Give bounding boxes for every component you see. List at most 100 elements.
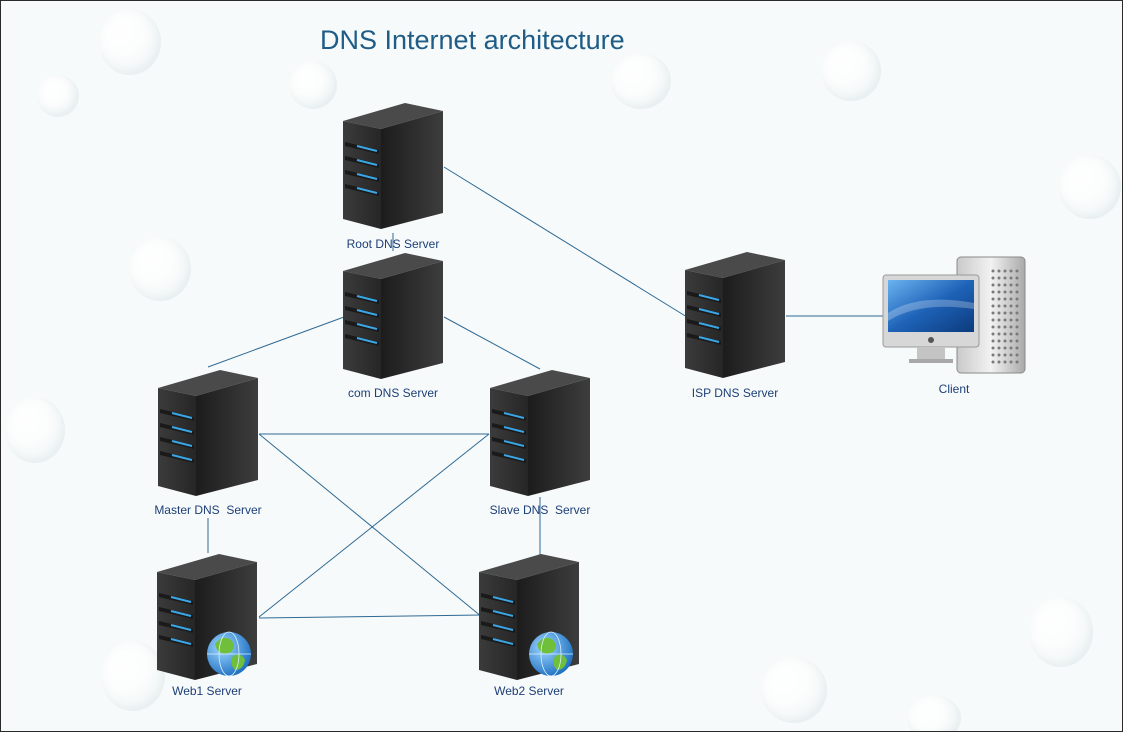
tower-vent-hole xyxy=(991,269,995,273)
tower-vent-hole xyxy=(1009,346,1013,350)
server-tower-icon xyxy=(490,370,590,496)
tower-vent-hole xyxy=(1009,325,1013,329)
tower-vent-hole xyxy=(1003,297,1007,301)
tower-vent-hole xyxy=(991,297,995,301)
tower-vent-hole xyxy=(1009,297,1013,301)
tower-vent-hole xyxy=(1015,325,1019,329)
tower-vent-hole xyxy=(1009,360,1013,364)
tower-vent-hole xyxy=(991,304,995,308)
tower-vent-hole xyxy=(997,297,1001,301)
apple-logo-icon xyxy=(928,337,934,343)
tower-vent-hole xyxy=(991,325,995,329)
node-label: com DNS Server xyxy=(347,386,439,400)
node-label: ISP DNS Server xyxy=(691,386,779,400)
node-label: Client xyxy=(938,382,970,396)
server-led xyxy=(356,187,378,194)
tower-vent-hole xyxy=(997,290,1001,294)
globe-land xyxy=(537,637,556,654)
tower-vent-hole xyxy=(1009,283,1013,287)
tower-vent-hole xyxy=(991,346,995,350)
tower-vent-hole xyxy=(1009,339,1013,343)
monitor-base xyxy=(909,359,953,363)
tower-vent-hole xyxy=(997,318,1001,322)
node-label: Slave DNS Server xyxy=(489,503,591,517)
server-led xyxy=(492,638,514,645)
node-label: Master DNS Server xyxy=(154,503,262,517)
node-label: Root DNS Server xyxy=(346,237,440,251)
server-top-face xyxy=(343,103,443,129)
tower-vent-hole xyxy=(991,332,995,336)
tower-vent-hole xyxy=(1003,276,1007,280)
tower-vent-hole xyxy=(997,311,1001,315)
server-led xyxy=(356,145,378,152)
tower-vent-hole xyxy=(1009,353,1013,357)
tower-vent-hole xyxy=(1009,276,1013,280)
server-top-face xyxy=(685,252,785,278)
tower-vent-hole xyxy=(1003,339,1007,343)
tower-vent-hole xyxy=(997,360,1001,364)
server-led xyxy=(170,596,192,603)
tower-vent-hole xyxy=(1009,318,1013,322)
background-bubble xyxy=(289,61,337,109)
server-top-face xyxy=(158,370,258,396)
tower-vent-hole xyxy=(1015,276,1019,280)
web-server-globe-icon xyxy=(479,554,579,680)
server-led xyxy=(170,638,192,645)
server-led xyxy=(503,440,525,447)
screen-wave xyxy=(888,299,974,321)
tower-vent-hole xyxy=(991,283,995,287)
monitor-stand xyxy=(917,347,945,361)
tower-vent-hole xyxy=(1003,318,1007,322)
server-tower-icon xyxy=(343,103,443,229)
tower-vent-hole xyxy=(997,304,1001,308)
tower-vent-hole xyxy=(1015,332,1019,336)
tower-vent-hole xyxy=(991,353,995,357)
server-led xyxy=(492,596,514,603)
connection-line-root-isp xyxy=(443,166,688,318)
tower-vent-hole xyxy=(1015,353,1019,357)
server-top-face xyxy=(490,370,590,396)
diagram-title: DNS Internet architecture xyxy=(320,25,625,55)
server-led xyxy=(356,173,378,180)
server-led xyxy=(698,294,720,301)
server-led xyxy=(171,426,193,433)
globe-land xyxy=(215,637,234,654)
server-tower-icon xyxy=(685,252,785,378)
web-server-globe-icon xyxy=(157,554,257,680)
tower-vent-hole xyxy=(1015,290,1019,294)
tower-vent-hole xyxy=(997,269,1001,273)
server-led xyxy=(356,309,378,316)
tower-vent-hole xyxy=(997,346,1001,350)
tower-vent-hole xyxy=(1009,269,1013,273)
server-side-face xyxy=(381,111,443,229)
tower-vent-hole xyxy=(1015,311,1019,315)
tower-vent-hole xyxy=(1009,304,1013,308)
server-top-face xyxy=(157,554,257,580)
background-bubble xyxy=(129,237,191,301)
server-led xyxy=(503,454,525,461)
server-led xyxy=(356,337,378,344)
tower-vent-hole xyxy=(991,339,995,343)
monitor-screen xyxy=(888,280,974,332)
connection-line-com-master xyxy=(207,316,345,368)
tower-vent-hole xyxy=(991,311,995,315)
server-side-face xyxy=(528,378,590,496)
server-side-face xyxy=(723,260,785,378)
server-led xyxy=(503,412,525,419)
background-bubble xyxy=(5,397,65,463)
tower-vent-hole xyxy=(991,318,995,322)
server-side-face xyxy=(381,261,443,379)
server-led xyxy=(171,454,193,461)
node-label: Web1 Server xyxy=(172,684,242,698)
tower-vent-hole xyxy=(997,283,1001,287)
tower-vent-hole xyxy=(1003,360,1007,364)
tower-vent-hole xyxy=(1003,304,1007,308)
tower-vent-hole xyxy=(1015,346,1019,350)
tower-vent-hole xyxy=(997,325,1001,329)
server-led xyxy=(356,323,378,330)
background-bubble xyxy=(101,641,165,711)
node-label: Web2 Server xyxy=(494,684,564,698)
background-bubble xyxy=(761,657,827,723)
server-led xyxy=(171,440,193,447)
